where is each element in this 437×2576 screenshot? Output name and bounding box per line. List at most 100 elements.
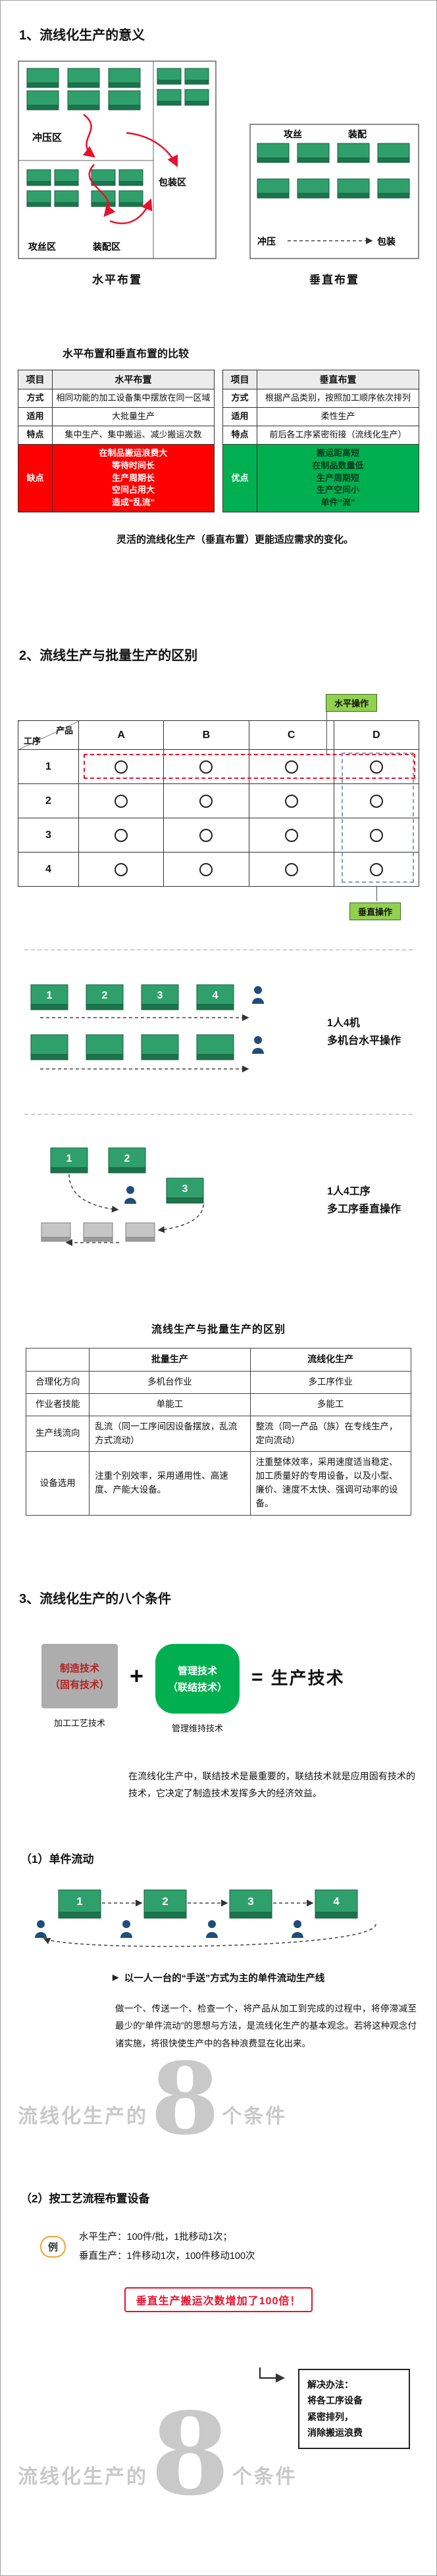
press-label: 冲压 xyxy=(257,236,276,247)
layout-diagrams: 冲压区 包装区 攻丝区 装配区 水平布置 攻丝 装配 xyxy=(18,61,419,287)
machine-number: 3 xyxy=(157,990,163,1001)
section-divider xyxy=(24,949,413,951)
linking-technology-paragraph: 在流线化生产中，联结技术是最重要的，联结技术就是应用固有技术的技术，它决定了制造… xyxy=(128,1771,415,1798)
caption-line: 多工序垂直操作 xyxy=(327,1204,401,1216)
caption-line: 1人4机 xyxy=(327,1017,360,1029)
matrix-cell xyxy=(333,783,420,819)
cell-key: 方式 xyxy=(222,389,257,409)
condition1-title: （1）单件流动 xyxy=(20,1852,94,1866)
formula-result: = 生产技术 xyxy=(251,1665,345,1689)
process-circle xyxy=(199,828,213,842)
con-line: 生产周期长 xyxy=(111,472,155,483)
cell-key: 适用 xyxy=(18,407,53,426)
cell-cons: 在制品搬运浪费大 等待时间长 生产周期长 空间占用大 造成“乱流” xyxy=(52,443,215,513)
leader-line xyxy=(376,887,377,902)
cell-value: 根据产品类别，按照加工顺序依次排列 xyxy=(257,389,419,409)
zone-assembly-label: 装配区 xyxy=(92,241,120,252)
matrix-cell xyxy=(163,818,249,853)
horizontal-layout-caption: 水平布置 xyxy=(92,274,142,286)
watermark-post: 个条件 xyxy=(222,2105,288,2127)
plus-sign: + xyxy=(130,1662,144,1690)
multi-process-caption: 1人4工序 多工序垂直操作 xyxy=(327,1183,401,1218)
multi-machine-svg: 1 2 3 4 xyxy=(30,984,264,1073)
difference-table-title: 流线生产与批量生产的区别 xyxy=(151,1324,286,1336)
cell-value: 整流（同一产品（族）在专线生产，定向流动） xyxy=(249,1415,411,1452)
matrix-cell xyxy=(163,749,249,785)
worker-icon xyxy=(252,986,264,1004)
con-line: 造成“乱流” xyxy=(111,497,155,508)
machine-number: 4 xyxy=(213,990,218,1001)
cell-value: 相同功能的加工设备集中摆放在同一区域 xyxy=(52,389,215,409)
cell-key: 特点 xyxy=(18,425,53,445)
caption-line: 1人4工序 xyxy=(327,1185,371,1197)
caption-text: 以一人一台的“手送”方式为主的单件流动生产线 xyxy=(124,1973,325,1984)
col-header: 项目 xyxy=(222,369,257,390)
vertical-operation-callout: 垂直操作 xyxy=(18,887,419,921)
con-line: 等待时间长 xyxy=(111,460,155,470)
row-2: 2 xyxy=(18,783,79,819)
cell-value: 柔性生产 xyxy=(257,407,419,426)
box-line: （联结技术） xyxy=(168,1682,228,1694)
machine-number: 1 xyxy=(47,990,53,1001)
zone-pack-label: 包装区 xyxy=(159,177,186,187)
one-piece-flow-diagram: 1 2 3 4 xyxy=(18,1886,419,1962)
col-header: 批量生产 xyxy=(89,1348,251,1372)
pro-line: 生产周期短 xyxy=(316,472,359,483)
corner-process: 工序 xyxy=(24,736,41,747)
machine-cube xyxy=(26,68,59,88)
cell-key-cons: 缺点 xyxy=(18,443,53,513)
caption-line: 多机台水平操作 xyxy=(327,1035,401,1047)
col-A: A xyxy=(78,720,165,751)
pack-label: 包装 xyxy=(377,236,396,247)
vertical-layout-table: 项目垂直布置 方式根据产品类别，按照加工顺序依次排列 适用柔性生产 特点前后各工… xyxy=(222,369,419,513)
solution-box: 解决办法： 将各工序设备 紧密排列， 消除搬运浪费 xyxy=(298,2368,410,2449)
assembly-label: 装配 xyxy=(347,129,367,139)
process-circle xyxy=(369,828,383,842)
process-circle xyxy=(284,794,298,808)
section3-title: 3、流线化生产的八个条件 xyxy=(19,1592,172,1607)
layout-note: 灵活的流线化生产（垂直布置）更能适应需求的变化。 xyxy=(116,534,354,546)
watermark-post: 个条件 xyxy=(232,2465,297,2488)
horizontal-layout-table: 项目水平布置 方式相同功能的加工设备集中摆放在同一区域 适用大批量生产 特点集中… xyxy=(18,369,215,513)
process-circle xyxy=(284,760,298,774)
cell-key: 特点 xyxy=(222,425,257,445)
walk-path xyxy=(157,1204,204,1233)
col-B: B xyxy=(163,720,249,751)
matrix-cell xyxy=(78,818,165,853)
product-process-matrix: 水平操作 产品 工序 A B C D 1 2 xyxy=(18,694,420,921)
cell-pros: 搬运距离短 在制品数量低 生产周期短 生产空间小 单件“流” xyxy=(257,443,419,513)
cell-value: 多能工 xyxy=(249,1393,411,1416)
station-number: 1 xyxy=(76,1895,82,1908)
col-D: D xyxy=(333,720,420,751)
bent-arrow-icon xyxy=(259,2367,285,2383)
one-piece-flow-caption: ▶ 以一人一台的“手送”方式为主的单件流动生产线 xyxy=(18,1971,419,1985)
matrix-table: 产品 工序 A B C D 1 2 3 xyxy=(18,720,420,887)
cell-key-pros: 优点 xyxy=(222,443,257,513)
solution-line: 消除搬运浪费 xyxy=(307,2427,363,2439)
walk-path xyxy=(68,1174,119,1213)
matrix-cell xyxy=(333,818,420,853)
watermark-pre: 流线化生产的 xyxy=(18,2465,148,2488)
vertical-layout-diagram: 攻丝 装配 冲压 包装 垂直布置 xyxy=(249,124,419,287)
row-1: 1 xyxy=(18,749,79,785)
section2-title: 2、流线生产与批量生产的区别 xyxy=(19,649,198,664)
material-box xyxy=(41,1222,71,1242)
return-arrow xyxy=(43,1923,376,1947)
horizontal-layout-diagram: 冲压区 包装区 攻丝区 装配区 水平布置 xyxy=(18,61,217,287)
machine-number: 1 xyxy=(66,1153,72,1164)
solution-line: 紧密排列， xyxy=(307,2411,353,2422)
process-circle xyxy=(115,862,128,876)
corner-product: 产品 xyxy=(55,726,73,736)
example-line: 垂直生产：1件移动1次，100件移动100次 xyxy=(79,2250,255,2262)
watermark: 流线化生产的 8 个条件 xyxy=(18,2050,288,2148)
cell-value: 前后各工序紧密衔接（流线化生产） xyxy=(257,425,419,445)
multi-machine-caption: 1人4机 多机台水平操作 xyxy=(327,1014,401,1050)
watermark-pre: 流线化生产的 xyxy=(18,2105,148,2127)
col-header: 流线化生产 xyxy=(249,1348,411,1372)
cell-value: 单能工 xyxy=(89,1393,251,1416)
process-circle xyxy=(115,828,128,842)
management-technology-box: 管理技术 （联结技术） xyxy=(155,1644,240,1714)
process-circle xyxy=(115,760,128,774)
manufacturing-sub-label: 加工工艺技术 xyxy=(53,1718,105,1729)
process-circle xyxy=(115,794,128,808)
